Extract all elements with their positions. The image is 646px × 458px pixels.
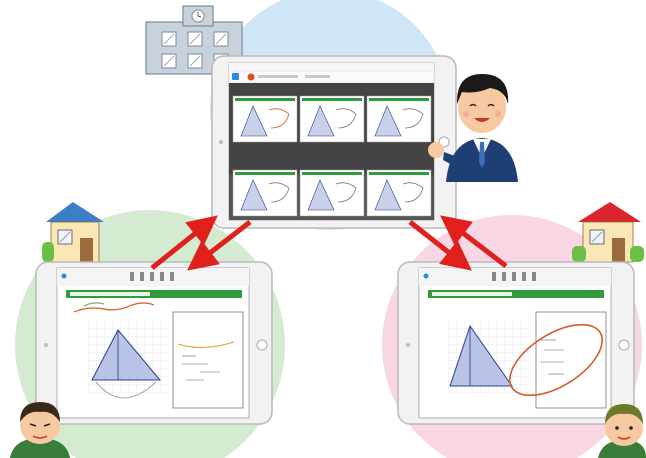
pen-tool-icons[interactable] [130, 272, 174, 281]
student-thumbnail[interactable] [366, 169, 432, 217]
right-student-screen [418, 267, 612, 419]
handwritten-circle-annotation [508, 323, 604, 397]
triangle-figure [449, 324, 513, 387]
student-thumbnails [232, 95, 432, 217]
back-button-icon[interactable] [423, 273, 429, 279]
teacher-hand [428, 142, 444, 158]
task-prompt-bar [66, 290, 242, 298]
tablet-camera [406, 343, 410, 347]
handwritten-red-note [73, 302, 155, 313]
teacher-screen-toolbar [229, 63, 434, 71]
tablet-home-button[interactable] [618, 339, 630, 351]
student-thumbnail[interactable] [366, 95, 432, 143]
tablet-home-button[interactable] [256, 339, 268, 351]
student-thumbnail[interactable] [299, 95, 365, 143]
handwritten-arc [95, 381, 157, 399]
left-student-screen [56, 267, 250, 419]
triangle-figure [91, 329, 162, 381]
arrow-teacher-to-right-student [408, 220, 472, 271]
answer-box[interactable] [172, 311, 244, 409]
student-thumbnail[interactable] [232, 95, 298, 143]
pen-tool-icons[interactable] [492, 272, 536, 281]
handwritten-green-note [83, 302, 105, 307]
task-prompt-bar [428, 290, 604, 298]
back-button-icon[interactable] [61, 273, 67, 279]
arrow-left-student-to-teacher [150, 215, 218, 270]
arrow-teacher-to-left-student [187, 220, 252, 271]
teacher-tablet [211, 55, 457, 229]
student-thumbnail[interactable] [232, 169, 298, 217]
school-building-icon [145, 5, 243, 75]
student-thumbnail[interactable] [299, 169, 365, 217]
arrow-right-student-to-teacher [440, 215, 508, 268]
teacher-figure [428, 74, 518, 182]
toolbar-blue-button[interactable] [232, 73, 239, 80]
student-boy-right [598, 404, 646, 458]
student-boy-left [10, 402, 70, 458]
house-red-roof-icon [572, 202, 644, 263]
tablet-camera [44, 343, 48, 347]
left-student-tablet [35, 261, 273, 425]
toolbar-red-button[interactable] [247, 73, 255, 81]
tablet-camera [219, 140, 223, 144]
right-student-tablet [397, 261, 635, 425]
house-blue-roof-icon [42, 202, 104, 263]
